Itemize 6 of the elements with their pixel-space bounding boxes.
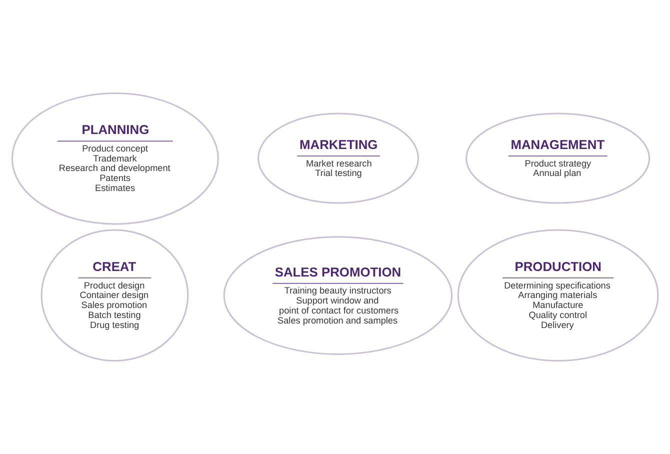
node-ellipse: MARKETING Market research Trial testing: [258, 112, 420, 204]
node-ellipse: MANAGEMENT Product strategy Annual plan: [466, 112, 650, 204]
node-ellipse: PLANNING Product concept Trademark Research and development Patents Estimates: [11, 92, 219, 225]
node-ellipse: SALES PROMOTION Training beauty instructors Support window and point of contact for customers Sales promotion and samples: [223, 236, 453, 355]
node-ellipse: CREAT Product design Container design Sales promotion Batch testing Drug testing: [40, 229, 189, 362]
node-ellipse: PRODUCTION Determining specifications Arranging materials Manufacture Quality control Delivery: [457, 229, 659, 362]
